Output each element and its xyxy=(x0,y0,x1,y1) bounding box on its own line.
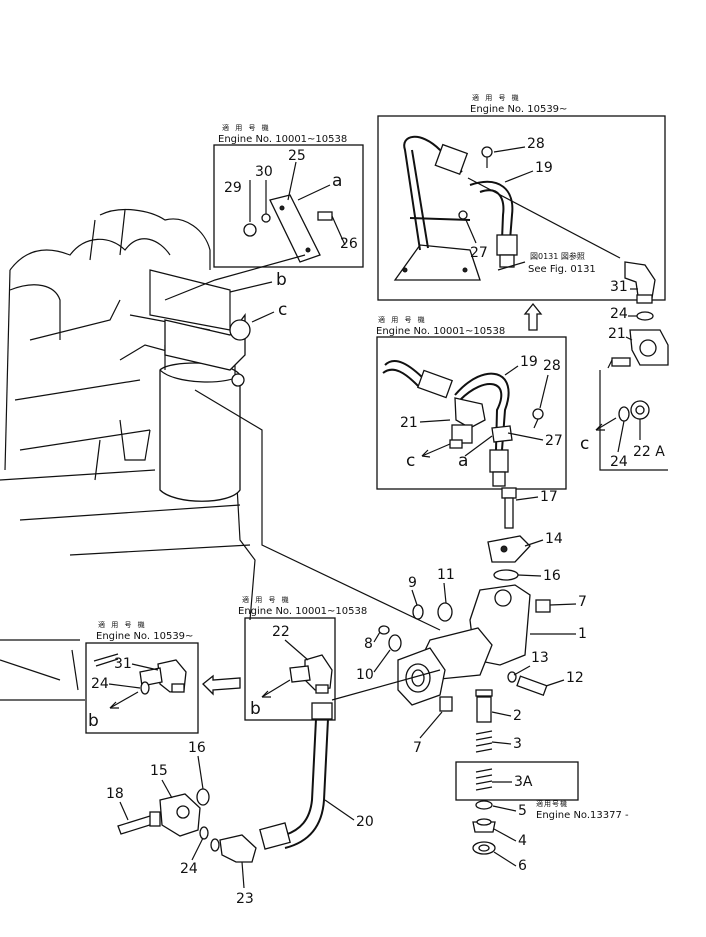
letter-b: b xyxy=(88,711,99,731)
hose-assembly xyxy=(117,702,333,863)
applicable-number-jp-label: 適 用 号 機 xyxy=(378,315,427,324)
callout-9: 9 xyxy=(408,575,417,591)
connecting-line xyxy=(194,389,441,631)
callout-20: 20 xyxy=(356,814,374,830)
letter-c: c xyxy=(406,451,415,471)
main-valve-assembly xyxy=(378,487,579,855)
letter-b: b xyxy=(250,699,261,719)
engine-range-label: Engine No. 10001~10538 xyxy=(218,134,347,145)
engine-3a-jp-label: 適用号機 xyxy=(536,799,568,808)
callout-7: 7 xyxy=(578,594,587,610)
applicable-number-jp-label: 適 用 号 機 xyxy=(472,93,521,102)
callout-21: 21 xyxy=(400,415,418,431)
callout-19: 19 xyxy=(535,160,553,176)
see-fig-jp: 図0131 図参照 xyxy=(530,251,585,261)
callout-12: 12 xyxy=(566,670,584,686)
letter-c: c xyxy=(278,300,287,320)
callout-31: 31 xyxy=(114,656,132,672)
callout-3: 3 xyxy=(513,736,522,752)
inset-bracket-box: 適 用 号 機 Engine No. 10001~10538 xyxy=(164,123,364,301)
callout-1: 1 xyxy=(578,626,587,642)
callout-13: 13 xyxy=(531,650,549,666)
engine-range-label: Engine No. 10539~ xyxy=(96,631,193,642)
callout-14: 14 xyxy=(545,531,563,547)
callout-4: 4 xyxy=(518,833,527,849)
callout-3A: 3A xyxy=(514,774,533,790)
letter-c: c xyxy=(580,434,589,454)
engine-range-label: Engine No. 10001~10538 xyxy=(238,606,367,617)
callout-25: 25 xyxy=(288,148,306,164)
applicable-number-jp-label: 適 用 号 機 xyxy=(222,123,271,132)
letter-b: b xyxy=(276,270,287,290)
callout-16: 16 xyxy=(543,568,561,584)
callout-28: 28 xyxy=(543,358,561,374)
callout-29: 29 xyxy=(224,180,242,196)
inset-topright-box: 適 用 号 機 Engine No. 10539~ xyxy=(377,93,666,301)
callout-17: 17 xyxy=(540,489,558,505)
callout-26: 26 xyxy=(340,236,358,252)
callout-7: 7 xyxy=(413,740,422,756)
callout-21: 21 xyxy=(608,326,626,342)
callout-16: 16 xyxy=(188,740,206,756)
callout-31: 31 xyxy=(610,279,628,295)
callout-23: 23 xyxy=(236,891,254,907)
callout-6: 6 xyxy=(518,858,527,874)
applicable-number-jp-label: 適 用 号 機 xyxy=(98,620,147,629)
up-arrow-icon xyxy=(523,302,543,331)
letter-a: a xyxy=(458,451,468,471)
callout-2: 2 xyxy=(513,708,522,724)
inset-midright-box: 適 用 号 機 Engine No. 10001~10538 xyxy=(376,315,567,490)
callout-15: 15 xyxy=(150,763,168,779)
engine-block-drawing xyxy=(0,209,256,701)
engine-range-label: Engine No. 10001~10538 xyxy=(376,326,505,337)
callout-27: 27 xyxy=(545,433,563,449)
callout-18: 18 xyxy=(106,786,124,802)
elbow-fitting-group xyxy=(595,261,669,431)
callout-27: 27 xyxy=(470,245,488,261)
engine-3a-label: Engine No.13377 - xyxy=(536,810,629,821)
left-arrow-icon xyxy=(202,674,241,696)
callout-24: 24 xyxy=(91,676,109,692)
see-fig-label: See Fig. 0131 xyxy=(528,264,596,275)
callout-11: 11 xyxy=(437,567,455,583)
callout-22: 22 xyxy=(272,624,290,640)
callout-24: 24 xyxy=(180,861,198,877)
inset-lower-left-box: 適 用 号 機 Engine No. 10539~ xyxy=(85,620,199,734)
callout-10: 10 xyxy=(356,667,374,683)
callout-19: 19 xyxy=(520,354,538,370)
letter-a: a xyxy=(332,171,342,191)
callout-24: 24 xyxy=(610,306,628,322)
callout-24: 24 xyxy=(610,454,628,470)
callout-28: 28 xyxy=(527,136,545,152)
inset-lower-mid-box: 適 用 号 機 Engine No. 10001~10538 xyxy=(238,595,367,721)
callout-8: 8 xyxy=(364,636,373,652)
applicable-number-jp-label: 適 用 号 機 xyxy=(242,595,291,604)
engine-range-label: Engine No. 10539~ xyxy=(470,104,567,115)
callout-5: 5 xyxy=(518,803,527,819)
callout-30: 30 xyxy=(255,164,273,180)
callout-22A: 22 A xyxy=(633,444,665,460)
